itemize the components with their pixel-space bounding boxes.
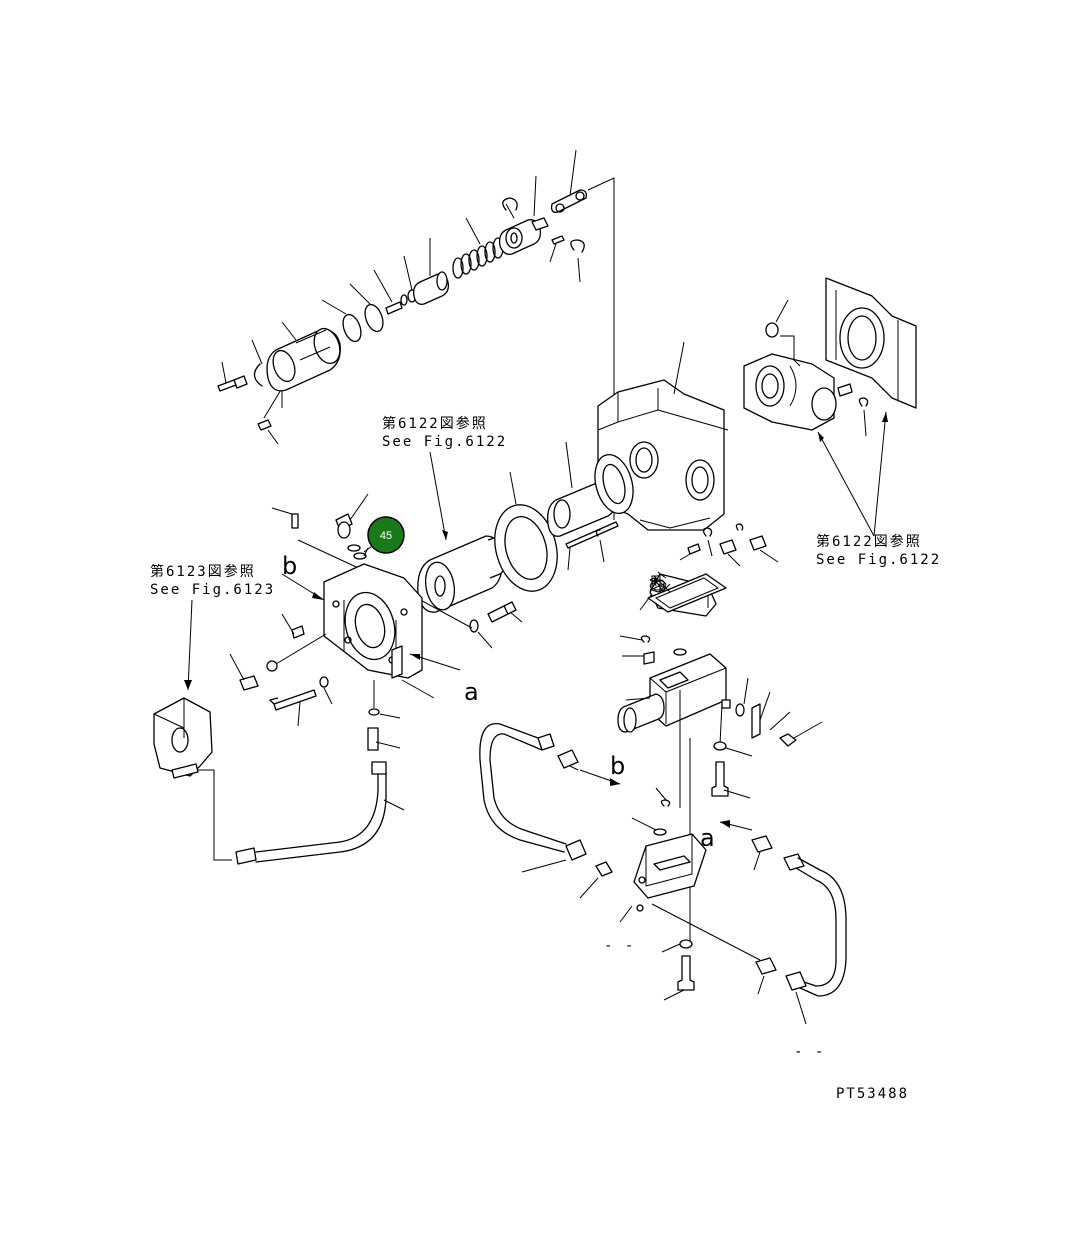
reference-fig6122-right: 第6122図参照 See Fig.6122 (816, 533, 941, 568)
reference-ja-text: 第6122図参照 (816, 533, 922, 550)
hydraulic-hose-center (479, 723, 613, 899)
o-ring-part (364, 303, 384, 333)
dash-mark: - - (604, 938, 635, 954)
cover-plate-assembly (743, 277, 917, 537)
clip-part (570, 239, 585, 253)
clip-part (502, 197, 518, 211)
connection-label-a: a (464, 678, 479, 706)
hydraulic-hose-right: - - (751, 835, 847, 1060)
o-ring-part (342, 313, 362, 343)
valve-block-center (617, 635, 823, 944)
reference-en-text: See Fig.6122 (816, 552, 941, 568)
bolt-washer-set (469, 601, 523, 649)
reference-en-text: See Fig.6123 (150, 582, 275, 598)
sleeve-part (412, 271, 450, 305)
gasket-part (494, 471, 558, 592)
end-cap-part (498, 217, 549, 255)
callout-number: 45 (380, 530, 392, 542)
spool-body-part (266, 327, 341, 392)
valve-block-lower: - - (604, 787, 761, 1001)
valve-spool-assembly (217, 149, 615, 520)
connection-label-b: b (282, 552, 297, 580)
lower-gasket-part (647, 573, 727, 613)
dash-mark: - - (794, 1044, 825, 1060)
reference-ja-text: 第6123図参照 (150, 563, 256, 580)
gear-pump-unit (153, 697, 232, 861)
callout-circle[interactable] (367, 516, 405, 554)
lever-part (550, 189, 588, 213)
reference-fig6123: 第6123図参照 See Fig.6123 (150, 563, 275, 691)
reference-en-text: See Fig.6122 (382, 434, 507, 450)
connection-label-b: b (610, 752, 625, 780)
spring-part (452, 237, 504, 279)
reference-fig6122-top: 第6122図参照 See Fig.6122 (382, 415, 507, 541)
hydraulic-hose-left (235, 680, 405, 865)
pin-part (551, 235, 565, 245)
small-bolt-part (385, 301, 403, 315)
snap-ring-part (253, 363, 263, 387)
connection-label-a: a (700, 824, 715, 852)
drawing-number: PT53488 (836, 1086, 909, 1102)
piston-part (417, 535, 507, 613)
main-pump-housing (547, 341, 779, 571)
plug-part (257, 419, 272, 431)
bolt-part (217, 375, 248, 392)
callout-45[interactable]: 45 (363, 516, 405, 557)
reference-ja-text: 第6122図参照 (382, 415, 488, 432)
adapter-flange-assembly (229, 493, 473, 727)
